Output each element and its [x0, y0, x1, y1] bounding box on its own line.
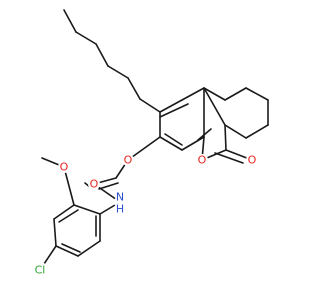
- bond: [53, 218, 57, 247]
- molecule-diagram: O O O O N H O: [32, 9, 269, 278]
- methoxy-oxygen-atom: O: [58, 161, 70, 174]
- amide-carbonyl-double-bond: [98, 182, 119, 190]
- molecule-structure: O O O O N H O: [32, 9, 269, 278]
- double-bond-line: [197, 128, 212, 141]
- bond: [73, 204, 101, 215]
- double-bond-line: [61, 243, 81, 253]
- bond: [55, 245, 79, 257]
- bond: [159, 136, 183, 151]
- bond: [75, 31, 97, 45]
- ether-oxygen-label: O: [124, 154, 133, 167]
- bond: [203, 87, 226, 126]
- bond: [181, 87, 205, 101]
- amide-nitrogen-label: N: [116, 191, 124, 204]
- lactone-carbonyl-oxygen-atom: O: [246, 154, 258, 167]
- bond: [224, 124, 247, 139]
- double-bond-line: [58, 209, 79, 223]
- bond: [127, 136, 161, 161]
- ring-oxygen-atom: O: [196, 154, 208, 167]
- ring-oxygen-label: O: [198, 154, 207, 167]
- bond: [95, 43, 109, 67]
- bond: [127, 77, 141, 100]
- amide-nitrogen-atom: N H: [114, 191, 126, 216]
- bond: [139, 98, 161, 113]
- amide-oxygen-label: O: [90, 178, 99, 191]
- bond: [107, 65, 129, 79]
- amide-hydrogen-label: H: [116, 203, 124, 216]
- double-bond-line: [164, 133, 183, 146]
- bond: [53, 204, 75, 220]
- bond: [181, 136, 205, 151]
- methoxy-oxygen-label: O: [60, 161, 69, 174]
- lactone-carbonyl-oxygen-label: O: [248, 154, 257, 167]
- bond: [63, 166, 75, 206]
- ether-oxygen-atom: O: [122, 154, 134, 167]
- bond: [63, 9, 77, 33]
- bond: [245, 124, 269, 139]
- chlorine-label: Cl: [35, 264, 46, 277]
- bond: [245, 87, 269, 101]
- double-bond-line: [159, 103, 189, 118]
- bond: [159, 99, 183, 113]
- bond: [224, 124, 227, 151]
- bond: [224, 87, 247, 101]
- bond: [203, 87, 226, 101]
- amide-oxygen-atom: O: [88, 178, 100, 191]
- atom-label-layer: O O O O N H O: [32, 154, 258, 278]
- bond-layer: [39, 9, 269, 271]
- double-bond-line: [214, 152, 244, 164]
- bond: [77, 240, 101, 257]
- chlorine-atom: Cl: [32, 262, 48, 278]
